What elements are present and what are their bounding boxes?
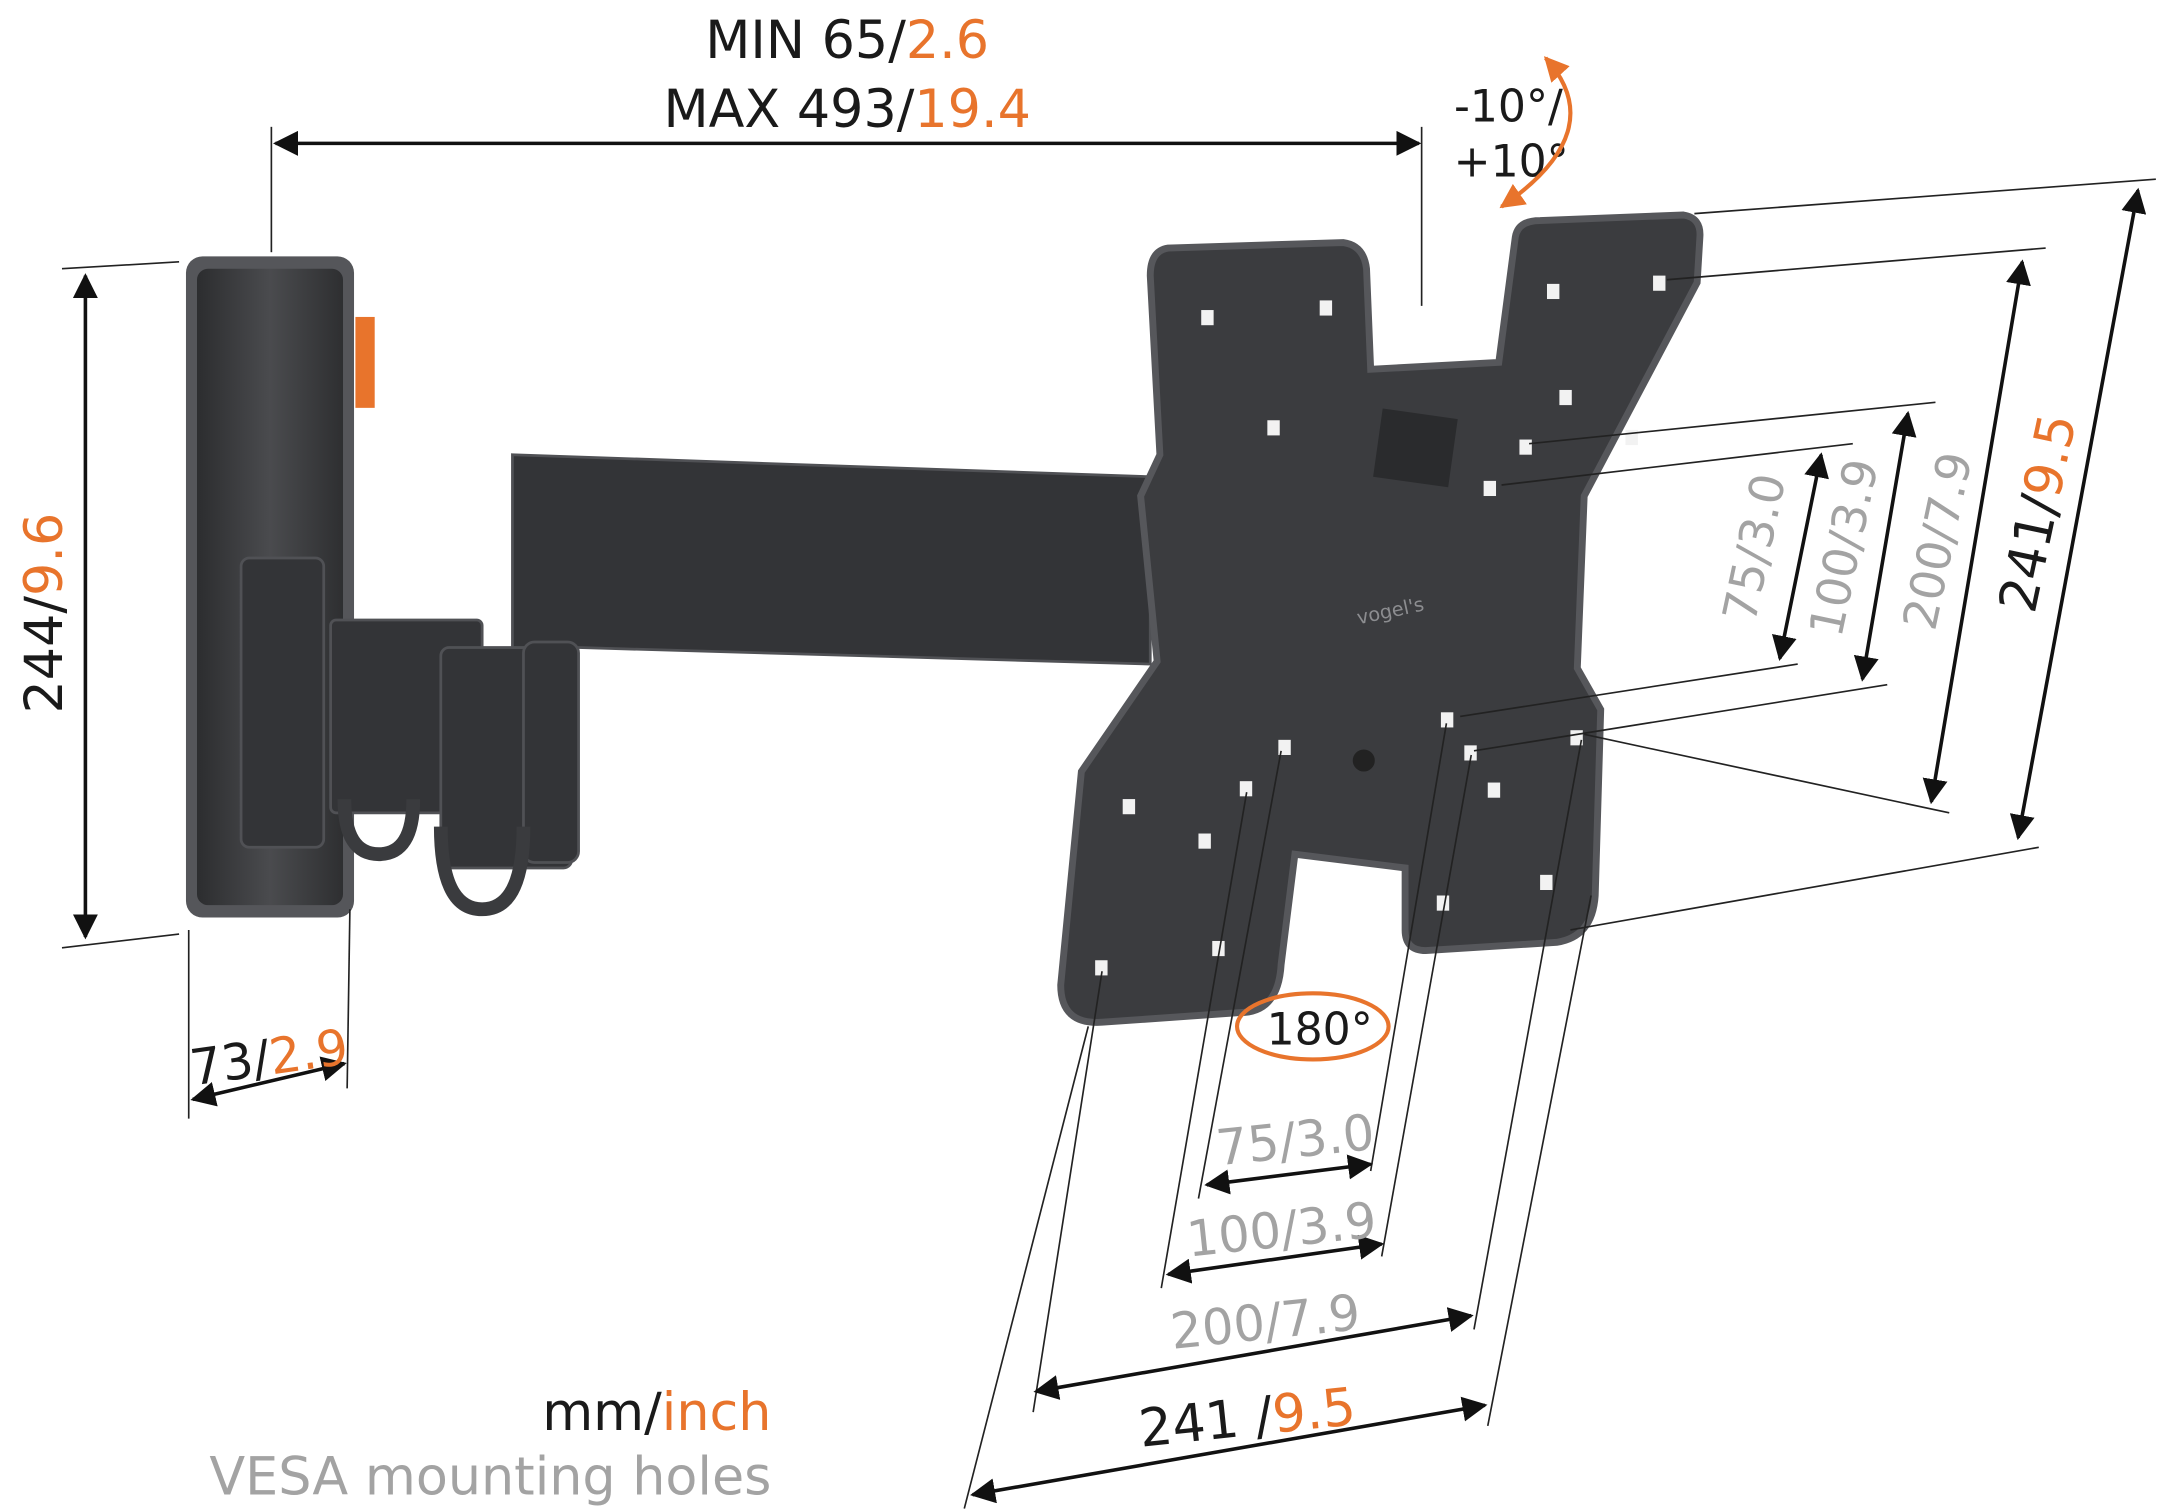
- swivel-arm: [239, 453, 1152, 917]
- vesa-v-200-label: 200/7.9: [1894, 448, 1984, 635]
- rotation-label: 180°: [1267, 1004, 1373, 1055]
- depth-min-label: MIN 65/2.6: [705, 10, 989, 71]
- units-legend: mm/inch: [542, 1382, 771, 1443]
- vesa-h-241-label: 241 /9.5: [1136, 1376, 1359, 1459]
- vesa-note: VESA mounting holes: [209, 1447, 771, 1508]
- tilt-arrow-icon: [1499, 56, 1573, 209]
- wall-plate-width-label: 73/2.9: [187, 1018, 352, 1098]
- wall-plate-height-label: 244/9.6: [14, 513, 75, 714]
- vesa-plate: vogel's: [1057, 211, 1704, 1026]
- depth-max-label: MAX 493/19.4: [663, 79, 1030, 140]
- tilt-label-1: -10°/: [1454, 81, 1563, 132]
- vesa-v-75-label: 75/3.0: [1713, 469, 1797, 627]
- rotation-arrow-icon: [1234, 991, 1391, 1062]
- vesa-h-100-label: 100/3.9: [1184, 1191, 1379, 1269]
- orange-release-tab: [355, 316, 375, 408]
- vesa-h-200-label: 200/7.9: [1168, 1283, 1363, 1361]
- vesa-v-100-label: 100/3.9: [1800, 455, 1890, 642]
- vesa-v-241-label: 241/9.5: [1987, 409, 2088, 618]
- vesa-holes: [1095, 275, 1666, 976]
